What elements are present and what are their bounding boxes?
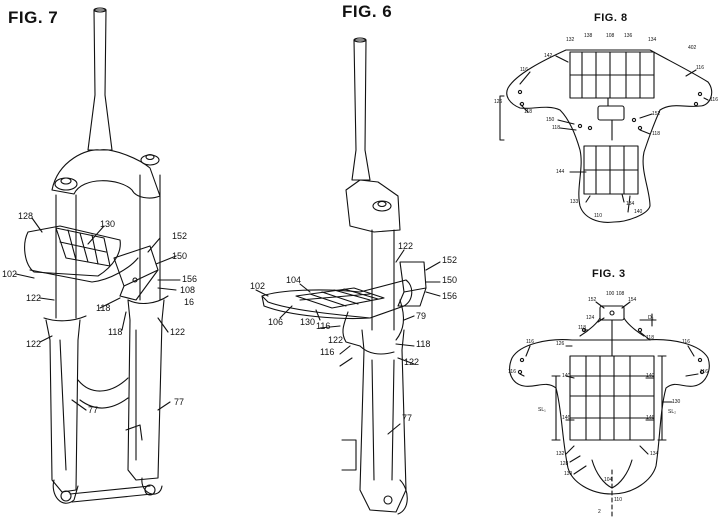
fig3-ref-130: 130 — [672, 399, 681, 405]
fig7-ref-77b: 77 — [174, 397, 185, 407]
fig3-ref-118a: 118 — [578, 325, 586, 331]
fig6-ref-150: 150 — [442, 275, 458, 285]
fig8-ref-136: 136 — [624, 33, 633, 39]
fig6-ref-122: 122 — [398, 241, 414, 251]
fig6-ref-116a: 116 — [316, 321, 331, 331]
fig3-ref-139: 139 — [564, 471, 573, 477]
fig3-ref-2: 2 — [598, 509, 601, 515]
fig8-ref-133: 133 — [570, 199, 579, 205]
fig8-ref-116a: 116 — [520, 67, 528, 73]
fig3-ref-140a: 140 — [562, 373, 571, 379]
fig7-ref-118b: 118 — [108, 327, 123, 337]
fig8-ref-118c: 118 — [652, 131, 660, 137]
fig7-ref-16: 16 — [184, 297, 195, 307]
fig6-ref-106: 106 — [268, 317, 284, 327]
fig6-ref-156: 156 — [442, 291, 458, 301]
fig7-ref-130: 130 — [100, 219, 116, 229]
fig8-ref-132: 132 — [566, 37, 575, 43]
fig8-ref-144: 144 — [556, 169, 565, 175]
fig8-ref-116c: 116 — [710, 97, 718, 103]
fig6-ref-152: 152 — [442, 255, 458, 265]
fig6-ref-122c: 122 — [404, 357, 420, 367]
fig8-ref-152: 152 — [652, 111, 661, 117]
fig7-ref-77a: 77 — [88, 405, 99, 415]
fig8-ref-140: 140 — [634, 209, 643, 215]
fig3-ref-126: 126 — [556, 341, 565, 347]
fig8-ref-110: 110 — [594, 213, 602, 219]
fig6-ref-104: 104 — [286, 275, 302, 285]
fig7-ref-118a: 118 — [96, 303, 111, 313]
fig7-ref-122a: 122 — [26, 293, 42, 303]
fig3-ref-sl1: SL₁ — [538, 407, 546, 413]
fig3-ref-116c: 116 — [508, 369, 516, 375]
fig6-ref-122b: 122 — [328, 335, 344, 345]
fig7-ref-152: 152 — [172, 231, 188, 241]
fig7-ref-108: 108 — [180, 285, 196, 295]
fig3-ref-108: 108 — [616, 291, 625, 297]
fig3-ref-128: 128 — [560, 461, 569, 467]
fig8-ref-126: 126 — [494, 99, 503, 105]
fig3-ref-124: 124 — [586, 315, 595, 321]
fig8-ref-134: 134 — [648, 37, 657, 43]
fig8-ref-402: 402 — [688, 45, 697, 51]
fig3-ref-146a: 146 — [562, 415, 571, 421]
fig3-ref-116b: 116 — [682, 339, 690, 345]
fig7-ref-128: 128 — [18, 211, 34, 221]
fig7-ref-156: 156 — [182, 274, 198, 284]
fig6-ref-116b: 116 — [320, 347, 335, 357]
fig7-ref-102: 102 — [2, 269, 18, 279]
fig3-title: FIG. 3 — [592, 268, 626, 280]
fig8-ref-138: 138 — [584, 33, 593, 39]
fig7-title: FIG. 7 — [8, 8, 59, 27]
fig3-ref-100: 100 — [606, 291, 615, 297]
fig7-drawing — [15, 7, 181, 504]
fig8-title: FIG. 8 — [594, 12, 628, 24]
fig3-ref-152: 152 — [588, 297, 597, 303]
fig6-ref-79: 79 — [416, 311, 427, 321]
fig7-ref-122c: 122 — [26, 339, 42, 349]
fig8-ref-142: 142 — [544, 53, 553, 59]
fig7-ref-150: 150 — [172, 251, 188, 261]
fig3-ref-146b: 146 — [646, 415, 655, 421]
fig6-drawing — [255, 37, 441, 515]
fig3-ref-140b: 140 — [646, 373, 655, 379]
fig8-ref-116b: 116 — [696, 65, 704, 71]
fig6-ref-77: 77 — [402, 413, 413, 423]
fig3-ref-d2: D₂ — [648, 315, 654, 321]
fig3-ref-116d: 116 — [700, 369, 708, 375]
fig6-ref-130: 130 — [300, 317, 316, 327]
fig8-ref-118a: 118 — [524, 109, 532, 115]
fig7-ref-122b: 122 — [170, 327, 186, 337]
fig3-ref-116a: 116 — [526, 339, 534, 345]
fig6-title: FIG. 6 — [342, 2, 393, 21]
fig3-ref-sl2: SL₂ — [668, 409, 677, 415]
fig6-ref-102: 102 — [250, 281, 266, 291]
fig8-ref-134b: 134 — [626, 201, 635, 207]
fig8-ref-108: 108 — [606, 33, 615, 39]
fig3-ref-118b: 118 — [646, 335, 654, 341]
fig8-ref-118b: 118 — [552, 125, 560, 131]
fig3-ref-110: 110 — [614, 497, 622, 503]
fig3-drawing — [509, 301, 710, 517]
fig8-ref-150: 150 — [546, 117, 555, 123]
fig3-ref-134: 134 — [650, 451, 659, 457]
fig6-ref-118: 118 — [416, 339, 431, 349]
fig3-ref-154: 154 — [628, 297, 637, 303]
fig3-ref-132: 132 — [556, 451, 565, 457]
fig8-drawing — [499, 49, 713, 223]
fig3-ref-104: 104 — [604, 477, 613, 483]
